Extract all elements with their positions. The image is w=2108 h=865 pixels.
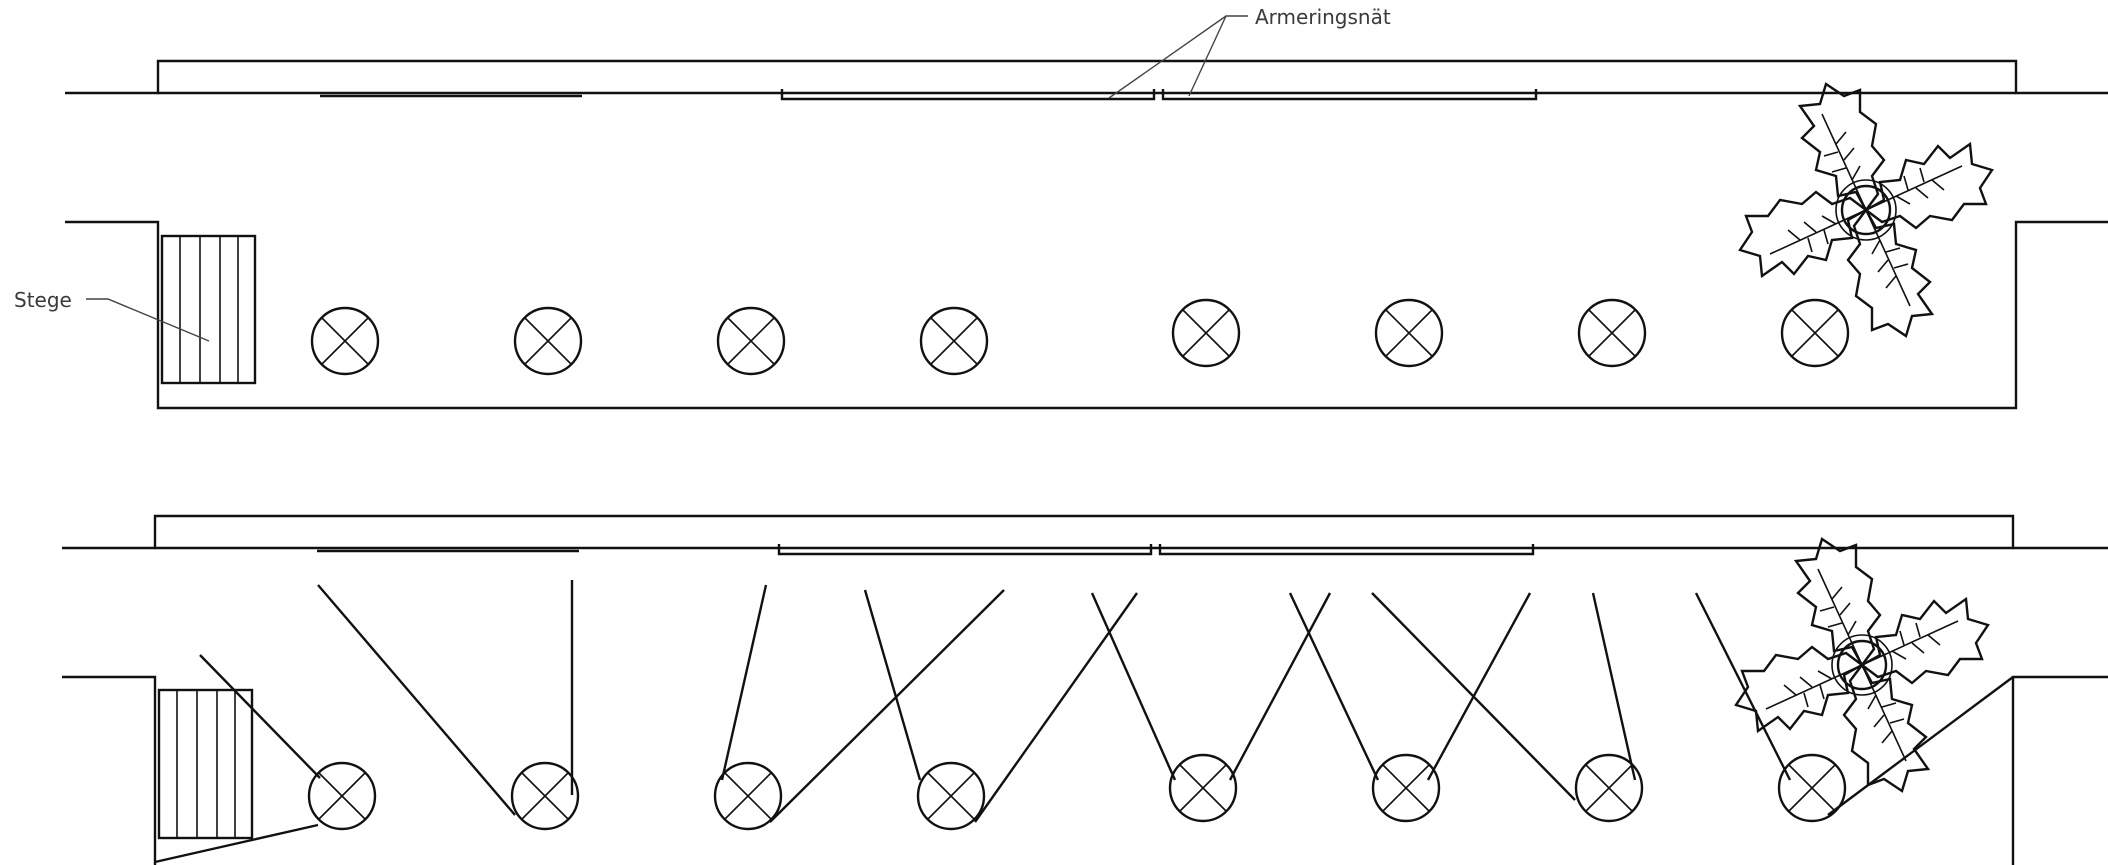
ladder-icon (157, 688, 254, 840)
ladder-label: Stege (14, 288, 72, 312)
circle-cross-lamp-icon (510, 761, 580, 831)
label-leaders (86, 15, 1248, 342)
reinforcement-label: Armeringsnät (1255, 5, 1391, 29)
circle-cross-lamp-icon (1371, 753, 1441, 823)
circle-cross-lamp-icon (310, 306, 380, 376)
circle-cross-lamp-icon (1780, 298, 1850, 368)
circle-cross-lamp-icon (716, 306, 786, 376)
lower-section (62, 514, 2108, 865)
light-beams (154, 580, 2014, 864)
leaf-plant-icon (1740, 84, 1992, 336)
circle-cross-lamp-icon (1574, 753, 1644, 823)
circle-cross-lamp-icon (916, 761, 986, 831)
circle-cross-lamp-icon (1168, 753, 1238, 823)
circle-cross-lamp-icon (307, 761, 377, 831)
upper-slab-outline (65, 59, 2108, 95)
circle-cross-lamp-icon (1577, 298, 1647, 368)
lower-slab-outline (62, 514, 2108, 550)
circle-cross-lamp-icon (919, 306, 989, 376)
lower-reinforcement-mesh (317, 544, 1535, 556)
upper-section (65, 59, 2108, 410)
circle-cross-lamp-icon (513, 306, 583, 376)
ladder-icon (160, 234, 257, 385)
upper-pool-outline (65, 220, 2108, 410)
lower-pool-outline (62, 675, 157, 865)
upper-fixtures (310, 298, 1850, 376)
leaf-plant-icon (1736, 539, 1988, 791)
circle-cross-lamp-icon (713, 761, 783, 831)
circle-cross-lamp-icon (1374, 298, 1444, 368)
lower-fixtures (307, 753, 1847, 831)
circle-cross-lamp-icon (1171, 298, 1241, 368)
circle-cross-lamp-icon (1777, 753, 1847, 823)
upper-reinforcement-mesh (320, 89, 1538, 101)
